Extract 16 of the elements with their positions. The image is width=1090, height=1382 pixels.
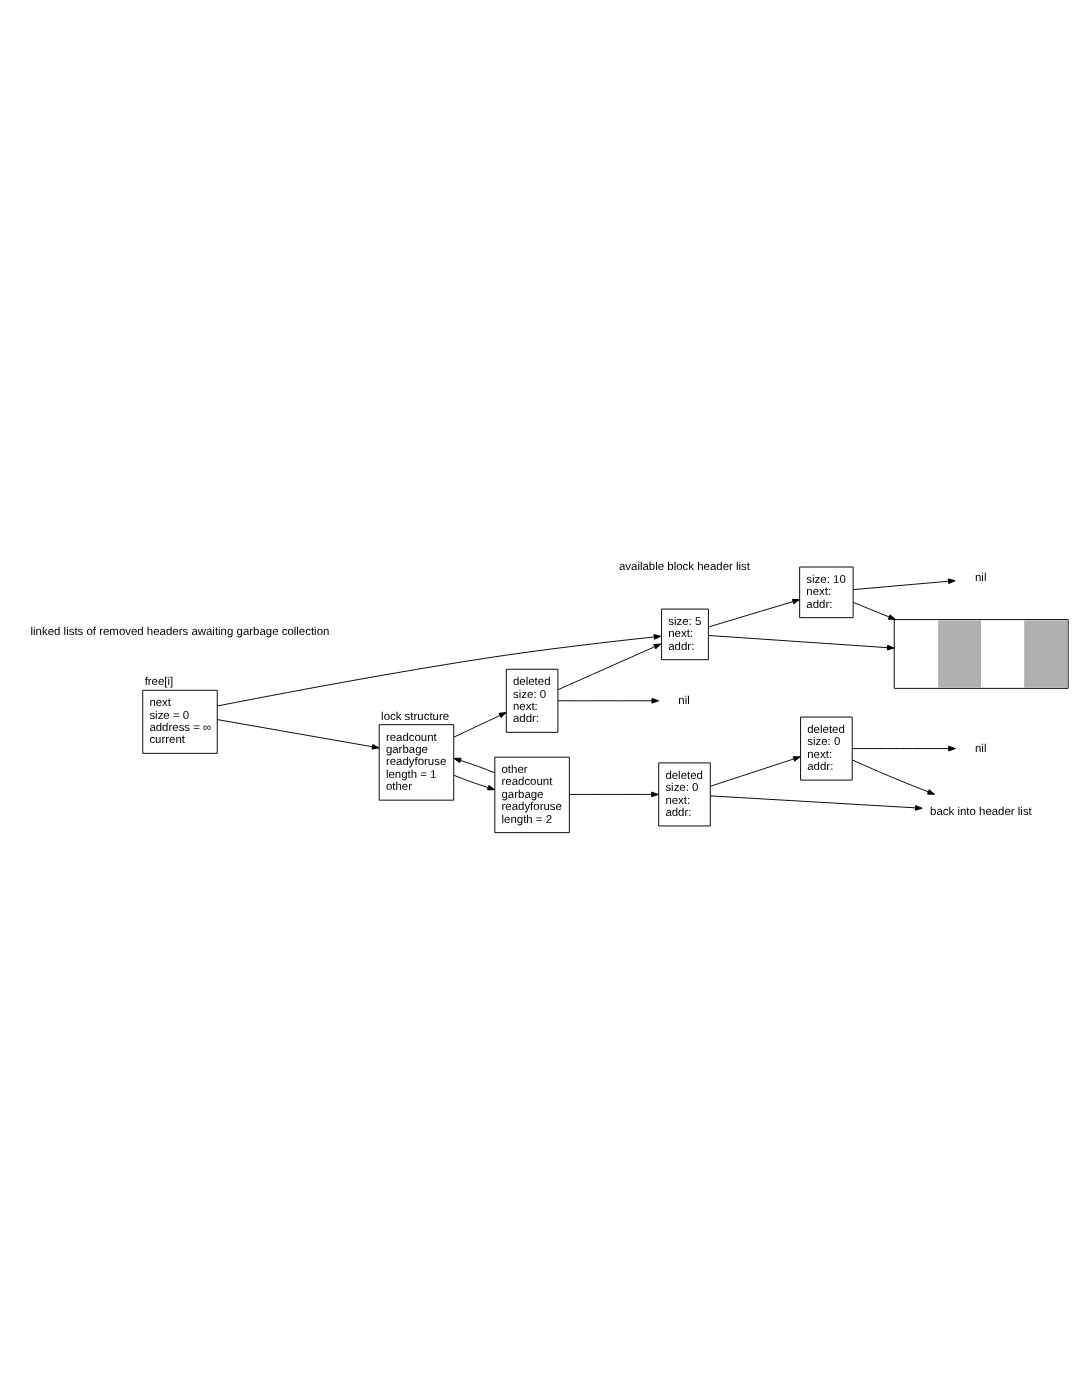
- arrow: [851, 745, 956, 752]
- arrow: [569, 791, 659, 798]
- arrow: [851, 759, 936, 795]
- arrow: [216, 719, 380, 750]
- arrow: [453, 712, 507, 738]
- arrow: [453, 774, 496, 791]
- arrow: [217, 634, 662, 707]
- arrow: [852, 578, 956, 591]
- arrow: [453, 757, 496, 774]
- arrow: [709, 795, 923, 811]
- arrow: [710, 756, 801, 787]
- arrow: [557, 697, 660, 704]
- arrow: [852, 601, 896, 620]
- arrow: [707, 634, 895, 651]
- arrow: [707, 598, 800, 628]
- arrow: [557, 643, 662, 691]
